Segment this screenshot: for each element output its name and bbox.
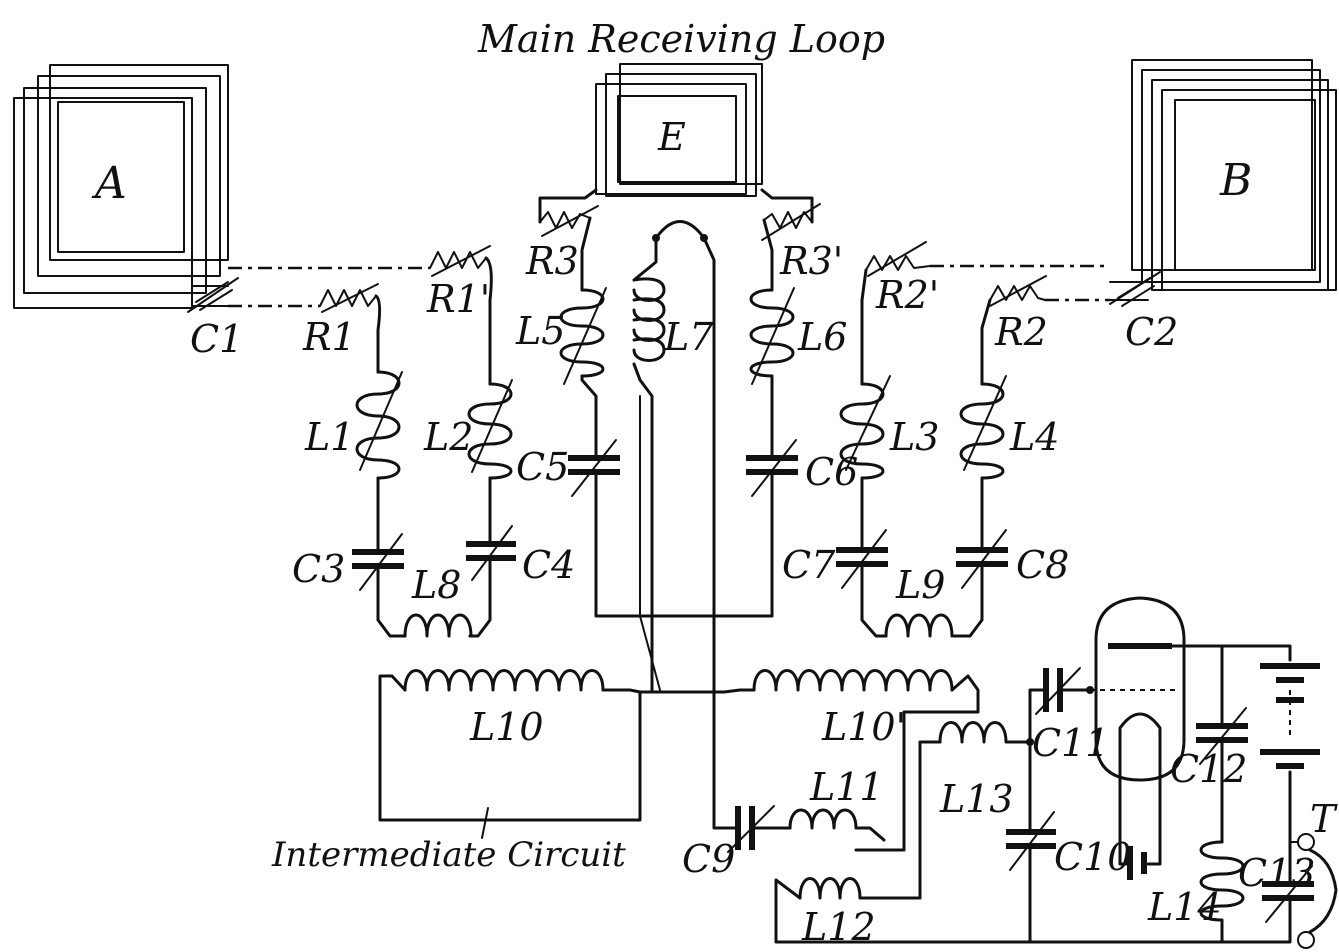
label-l3: L3 [889,415,939,459]
label-t: T [1310,797,1338,841]
label-l1: L1 [304,415,354,459]
coil-l14 [1199,818,1245,944]
filament-battery [1028,768,1162,944]
capacitor-c12 [1196,644,1248,822]
coil-l10-prime [722,669,980,852]
label-l8: L8 [411,563,461,607]
label-r2: R2 [994,310,1048,354]
loop-b-label: B [1219,155,1252,206]
label-c9: C9 [682,837,735,881]
label-c13: C13 [1238,851,1315,895]
label-l7: L7 [663,315,714,359]
label-c5: C5 [516,445,569,489]
branch-r1 [319,283,407,638]
label-c1: C1 [190,317,243,361]
label-l6: L6 [797,315,847,359]
caption-pointer [481,807,489,839]
label-c7: C7 [782,543,836,587]
label-c6: C6 [805,450,858,494]
capacitor-c2 [1109,271,1161,307]
coil-l8 [403,613,473,638]
main-loop-title: Main Receiving Loop [477,17,885,61]
capacitor-c10 [1006,740,1056,944]
capacitor-c9 [712,690,792,853]
lead-e-right [760,188,814,224]
label-c8: C8 [1016,543,1069,587]
label-l10-prime: L10' [821,705,906,749]
label-l9: L9 [895,563,945,607]
label-r1-prime: R1' [426,277,490,321]
coil-l13 [938,721,1034,746]
coil-l9 [884,613,954,638]
coil-l11 [788,808,886,842]
label-l5: L5 [515,309,565,353]
label-l13: L13 [939,777,1014,821]
label-c2: C2 [1125,310,1178,354]
label-l2: L2 [423,415,473,459]
loop-a [13,64,229,309]
label-l10: L10 [469,705,544,749]
plate-battery [1220,644,1320,844]
label-r3: R3 [525,239,579,283]
branch-r2 [952,275,1047,638]
label-l11: L11 [809,765,884,809]
label-l4: L4 [1009,415,1059,459]
lead-e-left [538,188,598,224]
capacitor-c11 [1028,667,1094,744]
label-l12: L12 [801,905,876,949]
capacitor-c1 [187,277,239,313]
coil-l10 [378,669,726,822]
branch-r3-prime [746,203,821,618]
label-c12: C12 [1170,747,1247,791]
label-r2-prime: R2' [875,273,939,317]
loop-e [595,63,763,197]
loop-b [1109,59,1337,301]
branch-r1-prime [429,245,516,638]
coil-l12 [774,740,1282,944]
telephone-receiver [1289,833,1338,949]
label-r1: R1 [302,315,356,359]
coil-l7 [632,220,716,694]
branch-r2-prime [836,241,931,638]
label-l14: L14 [1147,885,1222,929]
label-c3: C3 [292,547,345,591]
vacuum-tube [1090,596,1224,782]
loop-e-label: E [657,115,686,159]
label-c4: C4 [522,543,575,587]
intermediate-circuit-caption: Intermediate Circuit [271,835,626,875]
label-r3-prime: R3' [779,239,843,283]
loop-a-label: A [91,158,127,209]
capacitor-c13 [1262,840,1314,944]
